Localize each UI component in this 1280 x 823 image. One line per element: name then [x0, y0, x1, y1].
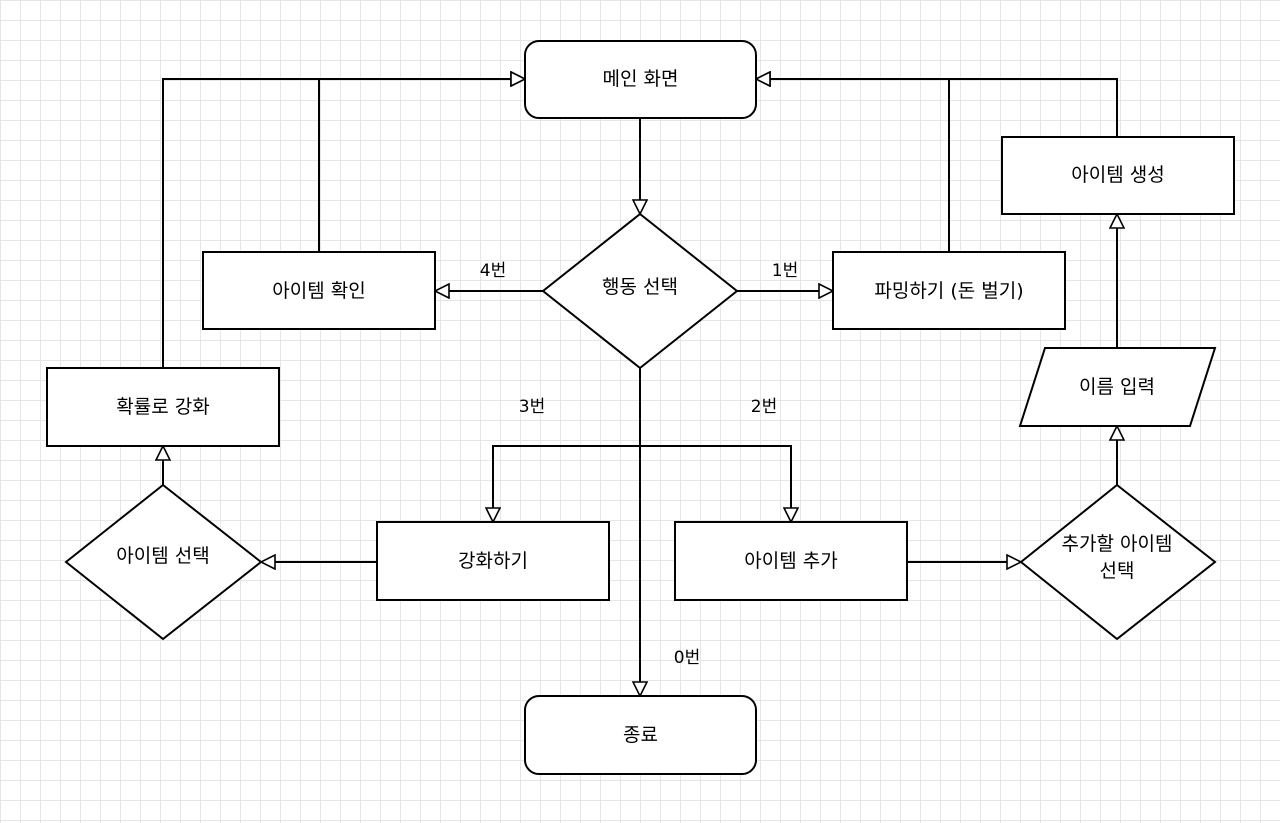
- edge-label-option-2: 2번: [751, 397, 777, 417]
- node-choose-item-to-add: 추가할 아이템 선택: [1019, 483, 1217, 641]
- edge-enhance-prob-to-main: [162, 79, 525, 368]
- node-add-item: 아이템 추가: [674, 521, 908, 601]
- node-add-item-label: 아이템 추가: [744, 550, 837, 572]
- edge-farming-to-main: [756, 79, 950, 252]
- node-main-screen: 메인 화면: [524, 40, 757, 119]
- node-action-select: 행동 선택: [541, 212, 739, 370]
- edge-label-option-0: 0번: [674, 648, 700, 668]
- edge-action-to-enhance: [493, 445, 640, 522]
- edge-action-to-add-item: [640, 445, 791, 522]
- node-action-select-label: 행동 선택: [602, 276, 678, 298]
- edge-label-option-1: 1번: [772, 261, 798, 281]
- edge-create-item-to-main: [756, 79, 1118, 137]
- node-item-select-label: 아이템 선택: [116, 545, 209, 567]
- edge-label-option-3: 3번: [519, 397, 545, 417]
- node-enter-name-label: 이름 입력: [1079, 376, 1155, 398]
- node-farming: 파밍하기 (돈 벌기): [832, 251, 1066, 330]
- node-choose-item-to-add-label-line2: 선택: [1100, 560, 1135, 582]
- node-enhance: 강화하기: [376, 521, 610, 601]
- node-enhance-probability: 확률로 강화: [46, 367, 280, 447]
- node-main-screen-label: 메인 화면: [603, 68, 679, 90]
- node-item-select: 아이템 선택: [64, 483, 263, 641]
- edge-check-item-to-main: [318, 79, 525, 252]
- node-exit-label: 종료: [623, 724, 658, 746]
- node-create-item-label: 아이템 생성: [1071, 164, 1164, 186]
- edge-label-option-4: 4번: [480, 261, 506, 281]
- node-enhance-probability-label: 확률로 강화: [116, 396, 209, 418]
- node-check-item-label: 아이템 확인: [272, 280, 365, 302]
- node-check-item: 아이템 확인: [202, 251, 436, 330]
- node-enhance-label: 강화하기: [458, 550, 528, 572]
- node-enter-name: 이름 입력: [1018, 347, 1217, 427]
- node-create-item: 아이템 생성: [1001, 136, 1235, 215]
- node-exit: 종료: [524, 695, 757, 775]
- node-choose-item-to-add-label-line1: 추가할 아이템: [1062, 533, 1173, 555]
- node-farming-label: 파밍하기 (돈 벌기): [874, 280, 1023, 302]
